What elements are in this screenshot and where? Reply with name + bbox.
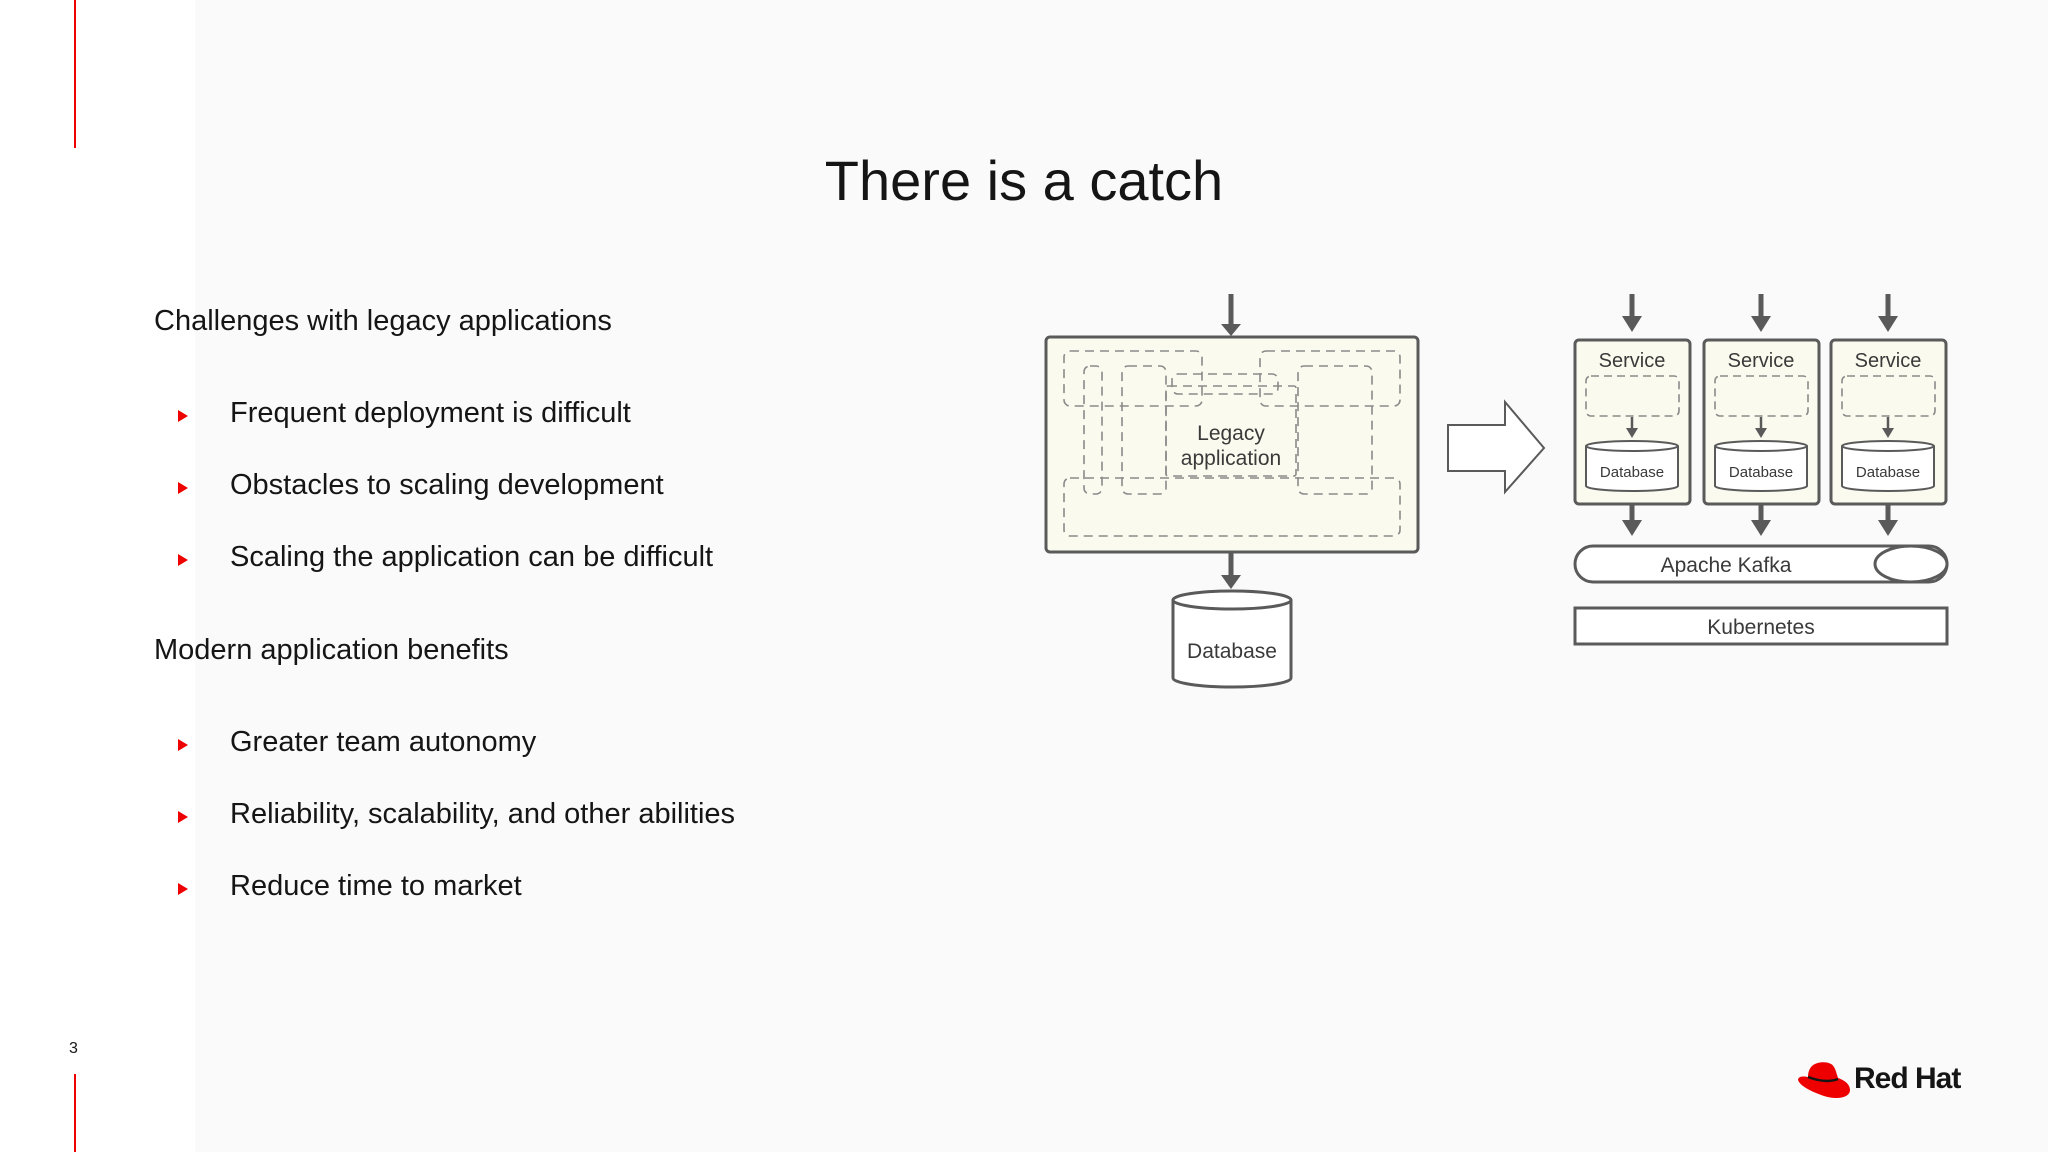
service-internal-module <box>1585 375 1680 417</box>
kubernetes-platform: Kubernetes <box>1573 606 1949 646</box>
service-database-label: Database <box>1600 464 1664 481</box>
accent-rule-bottom <box>74 1074 76 1152</box>
service-block: Service Database <box>1829 294 1948 536</box>
list-item-text: Scaling the application can be difficult <box>230 541 714 573</box>
kubernetes-label: Kubernetes <box>1707 616 1814 639</box>
legacy-internal-modules <box>1063 350 1401 537</box>
legacy-database-icon <box>1171 589 1293 689</box>
list-item-text: Greater team autonomy <box>230 726 537 758</box>
service-database-label: Database <box>1856 464 1920 481</box>
service-label: Service <box>1599 350 1666 372</box>
arrow-down-icon <box>1882 428 1894 438</box>
logo-wordmark: Red Hat <box>1854 1062 1961 1095</box>
service-label: Service <box>1728 350 1795 372</box>
legacy-label-line1: Legacy <box>1197 422 1265 445</box>
legacy-database-label: Database <box>1187 640 1277 663</box>
bullet-triangle-icon <box>178 739 188 751</box>
accent-rule-top <box>74 0 76 148</box>
list-item-text: Frequent deployment is difficult <box>230 397 631 429</box>
bullet-triangle-icon <box>178 883 188 895</box>
architecture-diagram: Legacy application Database Service <box>1030 280 1960 720</box>
service-database-icon <box>1714 440 1808 492</box>
bullet-triangle-icon <box>178 410 188 422</box>
arrow-down-icon <box>1622 520 1642 536</box>
left-band <box>0 0 195 1152</box>
service-database-icon <box>1841 440 1935 492</box>
kafka-bus: Apache Kafka <box>1573 544 1949 584</box>
kafka-label: Apache Kafka <box>1661 554 1792 577</box>
list-item-text: Reduce time to market <box>230 870 522 902</box>
service-internal-module <box>1841 375 1936 417</box>
service-block: Service Database <box>1702 294 1821 536</box>
list-item-text: Obstacles to scaling development <box>230 469 664 501</box>
bullet-triangle-icon <box>178 811 188 823</box>
bullet-triangle-icon <box>178 482 188 494</box>
arrow-down-icon <box>1755 428 1767 438</box>
legacy-app-block: Legacy application Database <box>1044 294 1420 689</box>
arrow-down-icon <box>1221 575 1241 589</box>
architecture-diagram-svg: Legacy application Database Service <box>1044 294 1949 689</box>
service-database-label: Database <box>1729 464 1793 481</box>
service-block: Service Database <box>1573 294 1692 536</box>
legacy-label-line2: application <box>1181 447 1281 470</box>
arrow-down-icon <box>1622 316 1642 332</box>
service-internal-module <box>1714 375 1809 417</box>
arrow-down-icon <box>1878 316 1898 332</box>
list-item-text: Reliability, scalability, and other abil… <box>230 798 736 830</box>
red-hat-fedora-icon <box>1798 1062 1850 1098</box>
arrow-down-icon <box>1878 520 1898 536</box>
arrow-down-icon <box>1751 316 1771 332</box>
slide-title: There is a catch <box>824 149 1224 212</box>
challenges-heading: Challenges with legacy applications <box>154 305 612 337</box>
benefits-heading: Modern application benefits <box>154 634 509 666</box>
arrow-down-icon <box>1751 520 1771 536</box>
bullet-triangle-icon <box>178 554 188 566</box>
arrow-down-icon <box>1221 324 1241 336</box>
arrow-down-icon <box>1626 428 1638 438</box>
transform-arrow-icon <box>1447 399 1546 495</box>
service-label: Service <box>1855 350 1922 372</box>
red-hat-logo: Red Hat <box>1796 1058 1966 1106</box>
page-number: 3 <box>69 1040 78 1057</box>
service-database-icon <box>1585 440 1679 492</box>
